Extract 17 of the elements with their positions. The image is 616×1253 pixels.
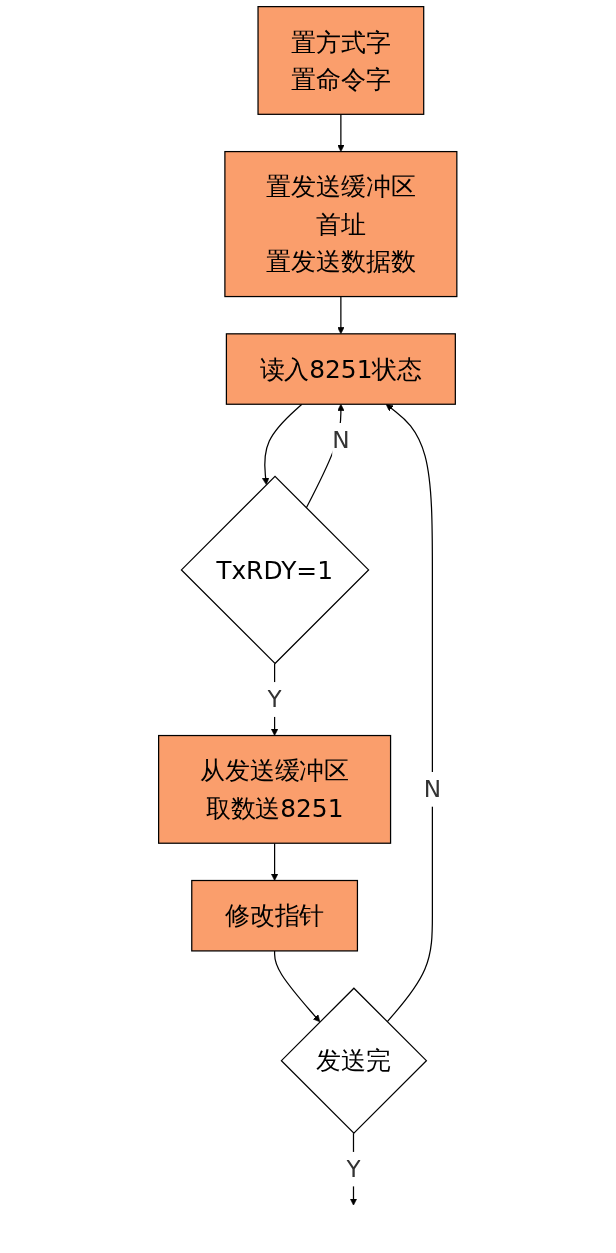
- node-diamond: TxRDY=1: [180, 475, 370, 665]
- node-box: 置发送缓冲区首址 置发送数据数: [224, 150, 458, 298]
- edge-label: Y: [346, 1155, 361, 1183]
- node-box: 读入8251状态: [226, 333, 457, 405]
- arrow: [271, 842, 279, 881]
- node-diamond: 发送完: [280, 987, 428, 1135]
- node-box: 修改指针: [191, 879, 359, 952]
- edge-label: N: [332, 426, 350, 454]
- arrow: [274, 950, 321, 1023]
- node-box: 从发送缓冲区取数送8251: [158, 734, 392, 844]
- node-box: 置方式字 置命令字: [257, 6, 425, 115]
- edge-label: N: [423, 775, 442, 803]
- arrow: [386, 403, 434, 1023]
- arrow: [262, 403, 303, 485]
- edge-label: Y: [267, 685, 282, 713]
- arrow: [337, 295, 345, 335]
- arrow: [337, 113, 345, 152]
